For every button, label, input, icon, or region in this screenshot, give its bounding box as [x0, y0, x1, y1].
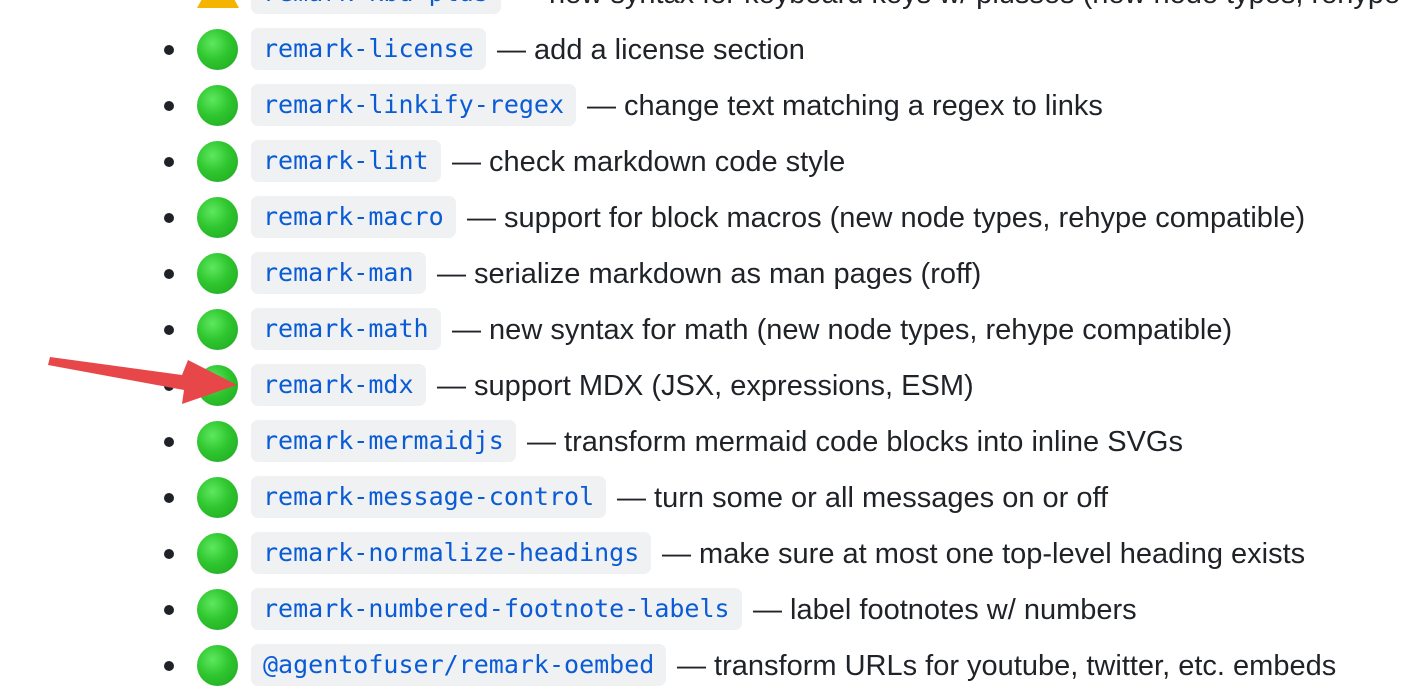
plugin-description: — label footnotes w/ numbers [753, 594, 1137, 626]
bullet-dot [164, 101, 174, 111]
list-item: remark-lint — check markdown code style [0, 134, 1404, 190]
plugin-description: — new syntax for math (new node types, r… [452, 314, 1233, 346]
plugin-link[interactable]: remark-man [251, 252, 426, 294]
list-item: remark-message-control — turn some or all… [0, 470, 1404, 526]
plugin-link[interactable]: remark-normalize-headings [251, 532, 652, 574]
bullet-dot [164, 549, 174, 559]
green-circle-icon [197, 253, 238, 294]
plugin-description: — add a license section [497, 34, 805, 66]
list-item: remark-math — new syntax for math (new no… [0, 302, 1404, 358]
plugin-link[interactable]: remark-message-control [251, 476, 607, 518]
plugin-link[interactable]: remark-math [251, 308, 441, 350]
list-item: remark-mdx — support MDX (JSX, expression… [0, 358, 1404, 414]
list-item: remark-macro — support for block macros (… [0, 190, 1404, 246]
green-circle-icon [197, 85, 238, 126]
plugin-description: — new syntax for keyboard keys w/ plusse… [512, 0, 1404, 22]
green-circle-icon [197, 533, 238, 574]
plugin-description: — check markdown code style [452, 146, 846, 178]
green-circle-icon [197, 421, 238, 462]
bullet-dot [164, 493, 174, 503]
plugin-link[interactable]: remark-numbered-footnote-labels [251, 588, 742, 630]
plugin-link[interactable]: remark-linkify-regex [251, 84, 577, 126]
plugin-link[interactable]: remark-macro [251, 196, 456, 238]
bullet-dot [164, 437, 174, 447]
bullet-dot [164, 661, 174, 671]
plugin-description: — transform URLs for youtube, twitter, e… [677, 650, 1337, 682]
warning-icon [197, 0, 239, 8]
bullet-dot [164, 381, 174, 391]
green-circle-icon [197, 197, 238, 238]
green-circle-icon [197, 141, 238, 182]
green-circle-icon [197, 365, 238, 406]
bullet-dot [164, 213, 174, 223]
plugin-description: — support for block macros (new node typ… [467, 202, 1306, 234]
plugin-link[interactable]: remark-mermaidjs [251, 420, 516, 462]
bullet-dot [164, 605, 174, 615]
list-item: remark-license — add a license section [0, 22, 1404, 78]
list-item: remark-numbered-footnote-labels — label f… [0, 582, 1404, 638]
plugin-description: — make sure at most one top-level headin… [662, 538, 1306, 570]
list-item: remark-mermaidjs — transform mermaid code… [0, 414, 1404, 470]
plugin-description: — serialize markdown as man pages (roff) [437, 258, 982, 290]
plugin-link[interactable]: remark-license [251, 28, 486, 70]
bullet-dot [164, 269, 174, 279]
plugin-link[interactable]: remark-kbd-plus [251, 0, 501, 14]
plugin-link[interactable]: @agentofuser/remark-oembed [251, 644, 667, 686]
list-item: remark-linkify-regex — change text matchi… [0, 78, 1404, 134]
plugin-description: — change text matching a regex to links [587, 90, 1103, 122]
plugin-description: — turn some or all messages on or off [617, 482, 1109, 514]
list-item: remark-man — serialize markdown as man pa… [0, 246, 1404, 302]
green-circle-icon [197, 645, 238, 686]
plugin-link[interactable]: remark-lint [251, 140, 441, 182]
green-circle-icon [197, 309, 238, 350]
plugin-link[interactable]: remark-mdx [251, 364, 426, 406]
list-item: remark-normalize-headings — make sure at … [0, 526, 1404, 582]
bullet-dot [164, 157, 174, 167]
green-circle-icon [197, 477, 238, 518]
plugin-description: — support MDX (JSX, expressions, ESM) [437, 370, 974, 402]
bullet-dot [164, 325, 174, 335]
list-item: @agentofuser/remark-oembed — transform UR… [0, 638, 1404, 692]
list-item: remark-kbd-plus — new syntax for keyboard… [0, 0, 1404, 22]
bullet-dot [164, 45, 174, 55]
green-circle-icon [197, 29, 238, 70]
green-circle-icon [197, 589, 238, 630]
plugin-description: — transform mermaid code blocks into inl… [527, 426, 1183, 458]
